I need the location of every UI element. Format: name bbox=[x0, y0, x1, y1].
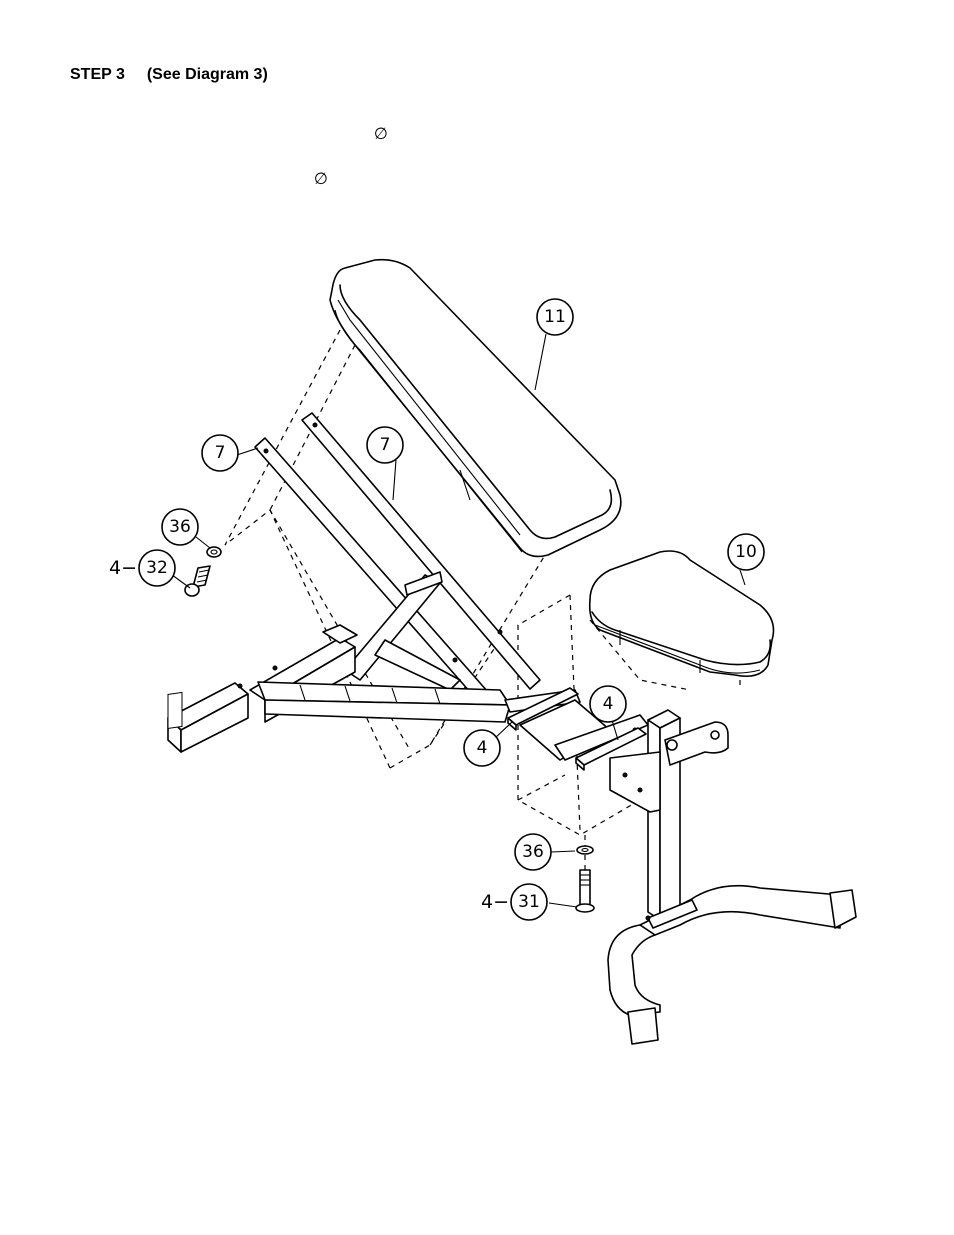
quantity-label: 4− bbox=[109, 557, 137, 579]
callout-label: 36 bbox=[522, 842, 544, 862]
callout-seat-back: 11 bbox=[537, 299, 573, 335]
callout-label: 7 bbox=[215, 443, 226, 463]
callout-washer-lower: 36 bbox=[515, 834, 551, 870]
callout-seat: 10 bbox=[728, 534, 764, 570]
callout-label: 10 bbox=[735, 542, 757, 562]
cross-brace bbox=[345, 572, 460, 690]
bolt-lower bbox=[576, 870, 594, 912]
callout-label: 4 bbox=[603, 694, 614, 714]
callout-label: 31 bbox=[518, 892, 540, 912]
callout-bolt-lower: 31 4− bbox=[481, 884, 547, 920]
washer-lower bbox=[577, 846, 593, 854]
seat-back-pad bbox=[330, 260, 621, 557]
bolt-upper bbox=[185, 566, 210, 596]
callout-support-right: 7 bbox=[367, 427, 403, 463]
callout-bracket-right: 4 bbox=[590, 686, 626, 722]
callout-label: 4 bbox=[477, 738, 488, 758]
callout-bracket-left: 4 bbox=[464, 730, 500, 766]
washer-upper bbox=[207, 547, 221, 557]
quantity-label: 4− bbox=[481, 891, 509, 913]
callout-label: 32 bbox=[146, 558, 168, 578]
callout-support-left: 7 bbox=[202, 435, 238, 471]
callout-label: 11 bbox=[544, 307, 566, 327]
front-base bbox=[608, 886, 856, 1044]
callout-washer-upper: 36 bbox=[162, 509, 198, 545]
callout-bolt-upper: 32 4− bbox=[109, 550, 175, 586]
callout-label: 7 bbox=[380, 435, 391, 455]
callout-label: 36 bbox=[169, 517, 191, 537]
